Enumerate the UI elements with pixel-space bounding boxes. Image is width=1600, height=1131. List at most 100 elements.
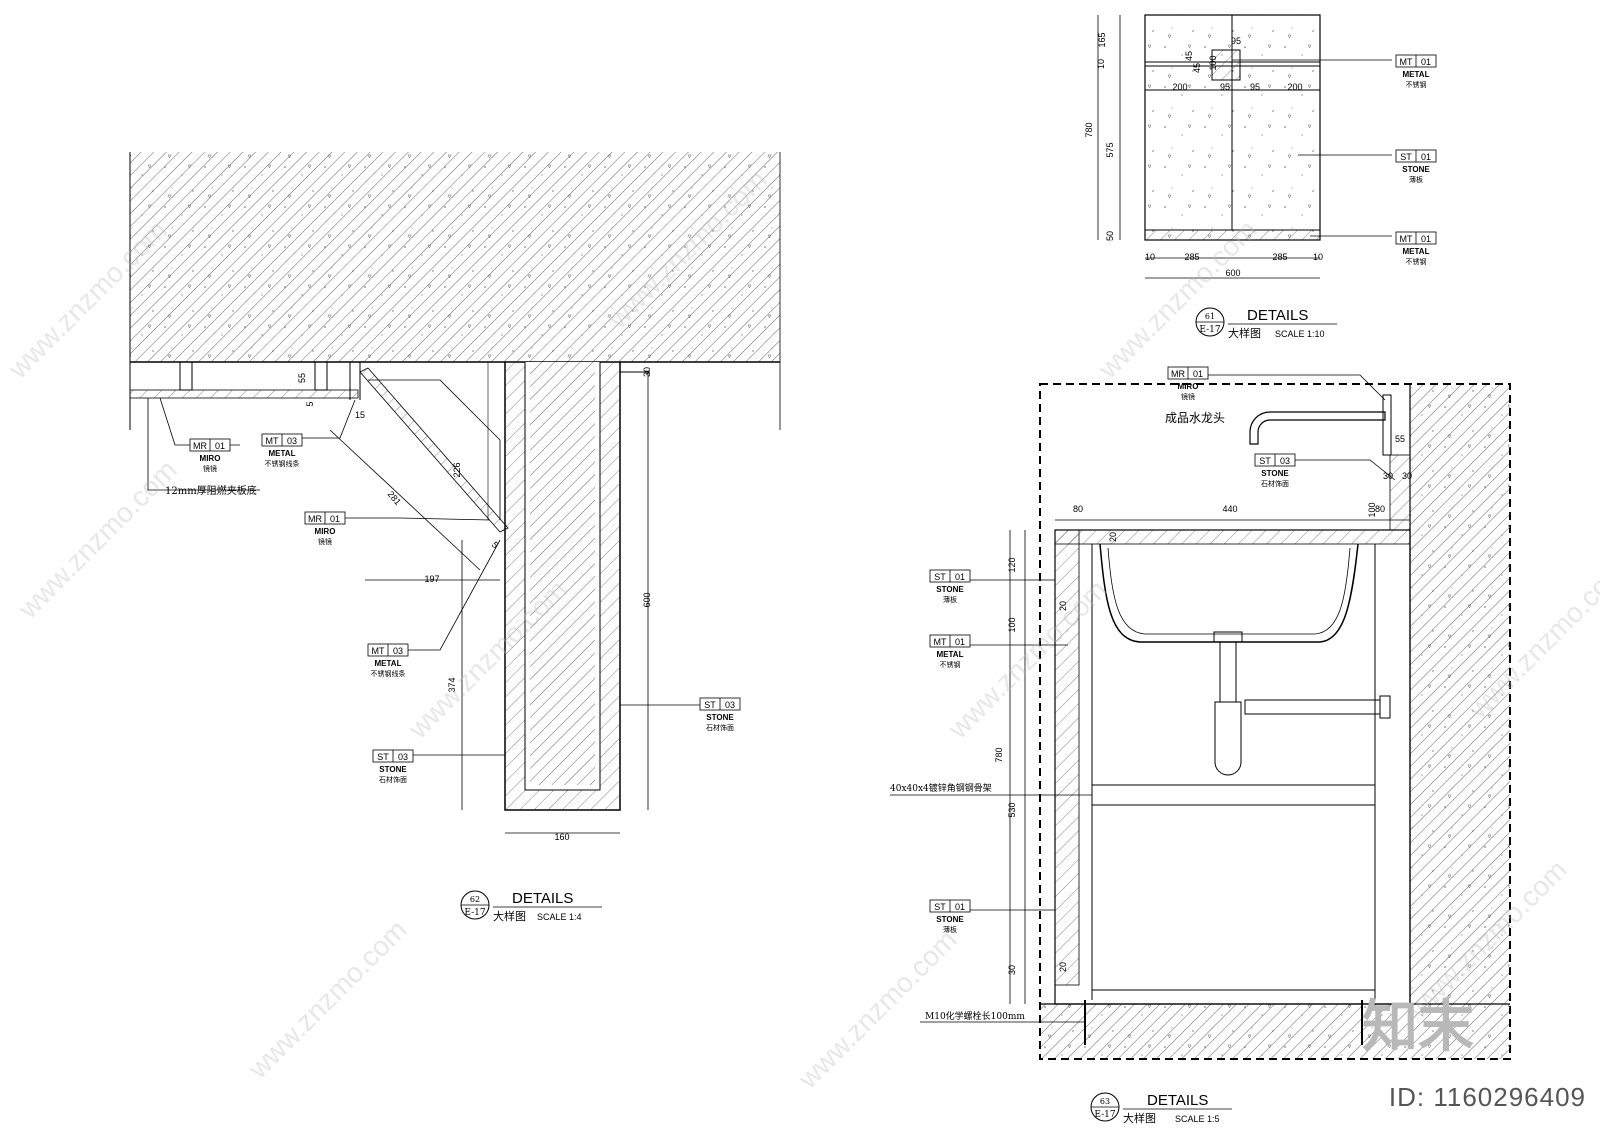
dimension-label: 226 — [452, 462, 462, 477]
dimension-label: 30 — [642, 367, 652, 377]
detail-title: DETAILS — [1147, 1092, 1208, 1109]
dimension-label: 45 — [1184, 51, 1194, 61]
tag-desc: 石材饰面 — [379, 775, 407, 784]
detail-63 — [890, 374, 1511, 1060]
tag-desc: 薄板 — [943, 595, 957, 604]
dimension-label: 95 — [1250, 82, 1260, 92]
tag-code: MT — [372, 646, 385, 656]
circle-sheet: E-17 — [1094, 1110, 1116, 1120]
tag-desc: 石材饰面 — [1261, 479, 1289, 488]
dimension-label: 20 — [1058, 962, 1068, 972]
tag-desc: 不锈钢 — [1406, 257, 1427, 266]
tag-name: MIRO — [200, 454, 221, 463]
dimension-label: 100 — [1007, 617, 1017, 632]
watermark-text: www.znzmo.com — [12, 454, 183, 625]
tag-code: MT — [266, 436, 279, 446]
tag-desc: 镜镜 — [1181, 392, 1195, 401]
detail-subtitle: 大样图 — [493, 909, 526, 923]
detail-scale: SCALE 1:10 — [1275, 329, 1325, 339]
dimension-label: 55 — [297, 373, 307, 383]
dimension-label: 50 — [1105, 231, 1115, 241]
image-id: ID: 1160296409 — [1388, 1082, 1586, 1112]
faucet — [1249, 411, 1386, 445]
detail-scale: SCALE 1:5 — [1175, 1114, 1220, 1124]
tag-name: STONE — [379, 765, 407, 774]
dimension-label: 440 — [1222, 504, 1237, 514]
dimension-label: 281 — [386, 489, 403, 507]
tag-name: STONE — [936, 915, 964, 924]
tag-name: METAL — [269, 449, 296, 458]
tag-name: METAL — [1403, 247, 1430, 256]
tag-num: 01 — [1421, 57, 1431, 67]
dimension-label: 20 — [1108, 532, 1118, 542]
tag-code: MT — [1400, 57, 1413, 67]
circle-num: 63 — [1100, 1097, 1110, 1106]
watermark-text: www.znzmo.com — [792, 924, 963, 1095]
detail-scale: SCALE 1:4 — [537, 912, 582, 922]
tag-num: 01 — [955, 637, 965, 647]
tag-name: METAL — [375, 659, 402, 668]
tag-desc: 薄板 — [1409, 175, 1423, 184]
dimension-label: 165 — [1097, 32, 1107, 47]
tag-desc: 镜镜 — [318, 537, 332, 546]
tag-code: MR — [193, 441, 207, 451]
tag-name: MIRO — [315, 527, 336, 536]
note-bolt: M10化学螺栓长100mm — [925, 1010, 1025, 1022]
dimension-label: 10 — [1313, 252, 1323, 262]
detail-subtitle: 大样图 — [1228, 326, 1261, 340]
dimension-label: 80 — [1375, 504, 1385, 514]
tag-desc: 不锈钢线条 — [265, 459, 300, 468]
dimension-label: 780 — [1084, 122, 1094, 137]
tag-num: 03 — [393, 646, 403, 656]
tag-code: ST — [1259, 456, 1271, 466]
p-trap — [1214, 701, 1242, 776]
tag-code: MT — [934, 637, 947, 647]
dimension-label: 200 — [1172, 82, 1187, 92]
tag-num: 01 — [1193, 369, 1203, 379]
tag-desc: 薄板 — [943, 925, 957, 934]
tag-name: STONE — [936, 585, 964, 594]
detail-62 — [129, 152, 781, 834]
detail-title: DETAILS — [1247, 307, 1308, 324]
dimension-label: 55 — [1395, 434, 1405, 444]
dimension-label: 780 — [994, 747, 1004, 762]
dimension-label: 30 — [1007, 965, 1017, 975]
dimension-label: 285 — [1184, 252, 1199, 262]
note-frame: 40x40x4镀锌角钢钢骨架 — [890, 782, 992, 794]
title-block-63: 63 E-17 DETAILS 大样图 SCALE 1:5 — [1090, 1092, 1232, 1125]
tag-name: METAL — [1403, 70, 1430, 79]
plywood-board — [129, 389, 359, 399]
tag-desc: 镜镜 — [203, 464, 217, 473]
detail-61 — [1097, 14, 1392, 279]
dimension-label: 575 — [1105, 142, 1115, 157]
tag-code: MR — [1171, 369, 1185, 379]
tag-code: ST — [934, 572, 946, 582]
tag-num: 01 — [1421, 152, 1431, 162]
dimension-label: 600 — [1225, 268, 1240, 278]
tag-desc: 不锈钢线条 — [371, 669, 406, 678]
dimension-label: 80 — [1073, 504, 1083, 514]
drain — [1213, 631, 1243, 643]
dimension-label: 160 — [554, 832, 569, 842]
dimension-label: 30 — [1383, 471, 1393, 481]
basin — [1099, 543, 1359, 643]
detail-subtitle: 大样图 — [1123, 1111, 1156, 1125]
tag-code: MT — [1400, 234, 1413, 244]
dimension-label: 374 — [447, 677, 457, 692]
tag-num: 01 — [330, 514, 340, 524]
dimension-label: 10 — [1145, 252, 1155, 262]
dimension-label: 530 — [1007, 802, 1017, 817]
dimension-label: 120 — [1007, 557, 1017, 572]
brand-logo: 知末 — [1362, 995, 1474, 1060]
note-faucet: 成品水龙头 — [1165, 411, 1225, 425]
tag-name: STONE — [1261, 469, 1289, 478]
tag-num: 03 — [398, 752, 408, 762]
